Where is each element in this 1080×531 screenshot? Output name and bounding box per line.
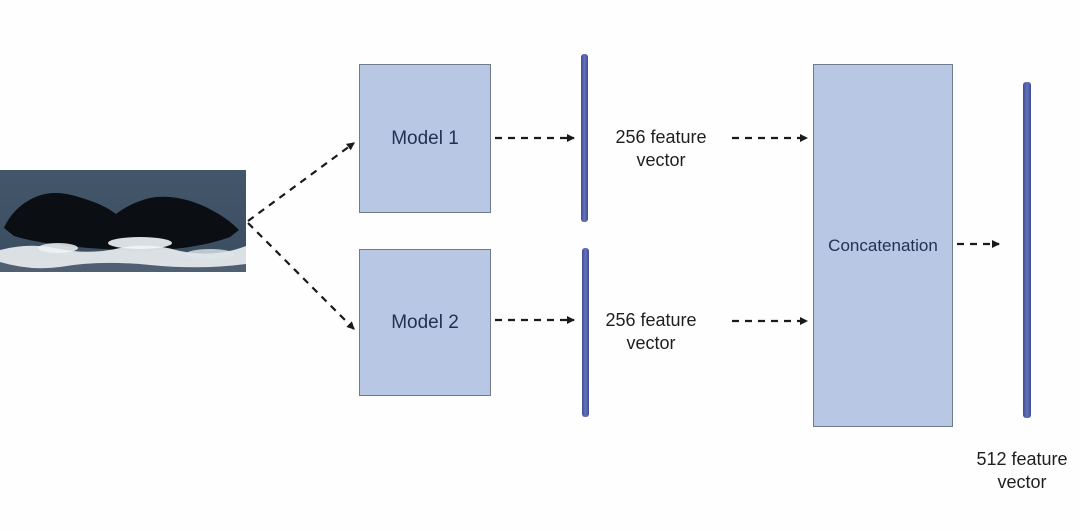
arrow-input-to-model2 <box>247 222 355 330</box>
model1-box: Model 1 <box>359 64 491 213</box>
concatenation-box: Concatenation <box>813 64 953 427</box>
foam-splash-right <box>186 249 234 259</box>
sea-bottom-band <box>0 262 246 272</box>
foam-splash-left <box>38 243 78 253</box>
foam-splash-center <box>108 237 172 249</box>
model1-label: Model 1 <box>391 127 459 149</box>
feature-vector-bar-bottom <box>582 248 589 417</box>
feature-vector-bar-output <box>1023 82 1031 418</box>
feature-vector-bar-top <box>581 54 588 222</box>
whale-fluke-image <box>0 170 246 272</box>
feature-vector-label-output: 512 feature vector <box>976 449 1068 492</box>
concatenation-label: Concatenation <box>828 235 938 255</box>
feature-vector-label-top: 256 feature vector <box>615 127 707 170</box>
fluke-silhouette <box>4 193 239 251</box>
feature-vector-label-bottom: 256 feature vector <box>605 310 697 353</box>
model2-label: Model 2 <box>391 311 459 333</box>
model2-box: Model 2 <box>359 249 491 396</box>
arrow-input-to-model1 <box>247 142 355 222</box>
